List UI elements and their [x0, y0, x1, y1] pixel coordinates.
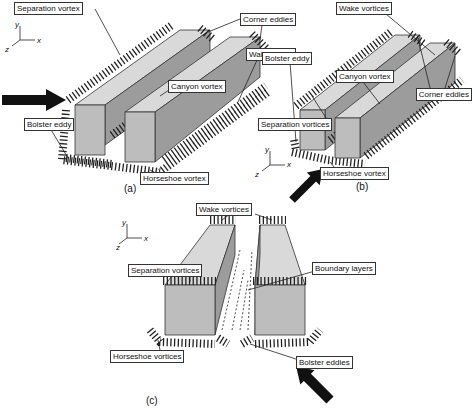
axis-label: z [5, 45, 9, 55]
callout-text: Separation vortices [261, 120, 329, 129]
callout-box: Bolster eddies [296, 356, 353, 369]
boundary-layer-line [222, 250, 252, 330]
callout-text: Corner eddies [419, 90, 469, 99]
callout-text: Separation vortices [131, 266, 199, 275]
bolster-eddy-coil [218, 338, 252, 344]
callout-text: Corner eddies [243, 15, 293, 24]
axis-label: x [37, 36, 41, 46]
callout-box: Separation vortex [14, 2, 83, 15]
callout-box: Horseshoe vortices [110, 350, 184, 363]
callout-text: Horseshoe vortex [143, 174, 206, 183]
axis-label: y [15, 20, 19, 30]
callout-text: Horseshoe vortex [323, 169, 386, 178]
callout-text: Canyon vortex [339, 72, 391, 81]
callout-box: Wake vortices [336, 2, 392, 15]
callout-box: Canyon vortex [168, 80, 226, 93]
axis-label: z [255, 170, 259, 180]
callout-text: Boundary layers [315, 264, 373, 273]
callout-text: Wake vortices [199, 205, 249, 214]
axis-label: y [265, 145, 269, 155]
panel-label: (a) [124, 184, 136, 194]
callout-box: Separation vortices [128, 264, 202, 277]
callout-box: Boundary layers [312, 262, 376, 275]
axis-label: z [116, 243, 120, 253]
panel-label: (c) [146, 396, 158, 406]
corner-eddy-coil [410, 34, 460, 54]
callout-box: Separation vortices [258, 118, 332, 131]
callout-text: Bolster eddies [299, 358, 350, 367]
leader-line [50, 9, 455, 362]
callout-box: Horseshoe vortex [140, 172, 209, 185]
axis-label: y [122, 218, 126, 228]
callout-text: Canyon vortex [171, 82, 223, 91]
axis-label: x [144, 234, 148, 244]
callout-box: Horseshoe vortex [320, 167, 389, 180]
callout-box: Bolster eddy [262, 52, 312, 65]
wake-vortex-coil [164, 86, 266, 160]
callout-box: Corner eddies [416, 88, 472, 101]
callout-text: Bolster eddy [27, 120, 71, 129]
callout-text: Bolster eddy [265, 54, 309, 63]
callout-box: Corner eddies [240, 13, 296, 26]
callout-box: Bolster eddy [24, 118, 74, 131]
separation-vortex-coil [68, 25, 172, 100]
separation-vortex-coil [296, 31, 392, 106]
callout-box: Canyon vortex [336, 70, 394, 83]
axis-label: x [287, 160, 291, 170]
building [125, 37, 260, 162]
wind-arrow [2, 89, 66, 111]
callout-text: Wake vortices [339, 4, 389, 13]
callout-text: Horseshoe vortices [113, 352, 181, 361]
callout-box: Wake vortices [196, 203, 252, 216]
wake-vortex-coil [210, 216, 286, 224]
callout-text: Separation vortex [17, 4, 80, 13]
separation-vortex-coil [163, 277, 307, 285]
panel-label: (b) [356, 182, 368, 192]
